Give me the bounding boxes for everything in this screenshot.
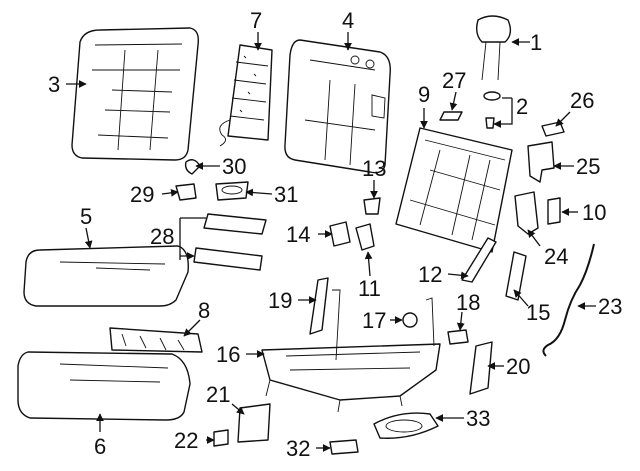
callout-24: 24: [544, 244, 568, 269]
callout-7: 7: [250, 8, 262, 33]
part-seat-back-panel: [395, 127, 513, 253]
callout-29: 29: [130, 182, 154, 207]
part-heater-pad: [219, 44, 273, 147]
callout-12: 12: [418, 262, 442, 287]
part-seat-cushion-cover: [23, 245, 189, 307]
part-clip-13: [363, 197, 381, 215]
callout-14: 14: [286, 222, 310, 247]
part-bolt-18: [447, 329, 469, 345]
part-seat-cushion-pad: [17, 351, 191, 421]
part-bracket-20: [469, 341, 493, 395]
part-bracket-21: [237, 403, 271, 443]
part-bracket-19: [309, 277, 329, 335]
part-latch-29: [175, 183, 197, 201]
callout-20: 20: [506, 354, 530, 379]
part-trim-15: [505, 251, 527, 301]
callout-5: 5: [80, 204, 92, 229]
callout-11: 11: [358, 276, 381, 301]
callout-3: 3: [48, 72, 60, 97]
part-bracket-26: [541, 121, 565, 137]
part-hinge-24: [514, 191, 539, 235]
callout-22: 22: [174, 428, 198, 453]
part-knob-30: [184, 159, 201, 175]
part-seat-back-frame: [284, 39, 391, 174]
part-pivot-14: [329, 221, 351, 247]
callout-30: 30: [222, 154, 246, 179]
callout-21: 21: [206, 382, 230, 407]
part-guide-hardware: [483, 91, 501, 129]
callout-18: 18: [456, 290, 480, 315]
callout-28: 28: [150, 224, 174, 249]
part-armrest-28: [193, 213, 267, 271]
part-clip-22: [213, 429, 229, 447]
part-release-cable: [542, 243, 595, 357]
callout-15: 15: [526, 300, 550, 325]
callout-27: 27: [442, 68, 466, 93]
callout-13: 13: [362, 156, 386, 181]
part-clip-27: [439, 111, 463, 121]
part-clip-32: [329, 439, 359, 455]
part-seat-heater: [109, 327, 203, 353]
part-bracket-25: [527, 141, 555, 183]
callout-10: 10: [582, 200, 606, 225]
part-headrest: [475, 15, 512, 81]
part-cupholder-31: [215, 181, 249, 201]
callout-16: 16: [216, 342, 240, 367]
part-clip-10: [547, 197, 561, 225]
part-bolt-17: [402, 312, 418, 328]
callout-19: 19: [268, 288, 292, 313]
callout-6: 6: [94, 434, 106, 459]
callout-8: 8: [198, 298, 210, 323]
part-trim-11: [355, 223, 375, 251]
callout-4: 4: [342, 8, 354, 33]
callout-9: 9: [418, 82, 430, 107]
callout-26: 26: [570, 88, 594, 113]
callout-labels: 1 2 3 4 5 6 7 8 9 10 11 12 13 14 15 16 1…: [48, 8, 622, 461]
callout-25: 25: [576, 154, 600, 179]
callout-32: 32: [286, 436, 310, 461]
part-tray-33: [373, 412, 439, 439]
callout-2: 2: [516, 94, 528, 119]
part-seat-frame: [261, 289, 441, 413]
callout-1: 1: [530, 30, 542, 55]
leader-lines: [66, 32, 596, 452]
callout-23: 23: [598, 294, 622, 319]
callout-33: 33: [466, 406, 490, 431]
callout-17: 17: [362, 308, 386, 333]
part-seat-back-cover: [71, 27, 200, 161]
part-trim-12: [461, 237, 497, 283]
callout-31: 31: [274, 182, 298, 207]
